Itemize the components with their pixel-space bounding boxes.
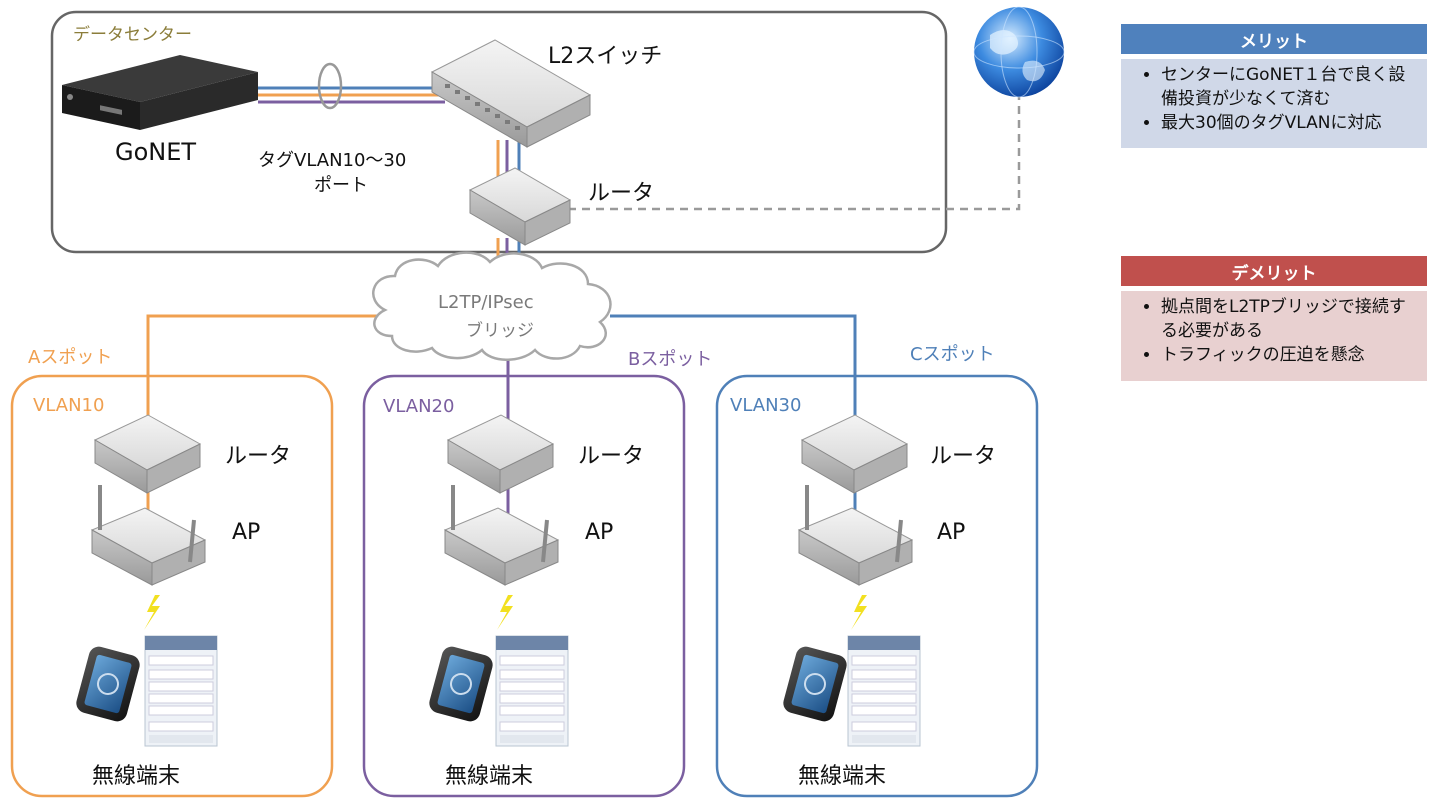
spot-c-ap-label: AP <box>937 520 966 545</box>
merit-title: メリット <box>1240 31 1308 52</box>
cloud-label-line1: L2TP/IPsec <box>438 292 534 313</box>
tag-vlan-links <box>258 86 445 104</box>
spot-a-router-label: ルータ <box>225 444 292 469</box>
spot-b-frame <box>362 374 686 798</box>
port-label: ポート <box>314 175 368 196</box>
spot-b-ap-icon <box>443 485 560 586</box>
spot-a-frame <box>10 374 334 798</box>
demerit-item: トラフィックの圧迫を懸念 <box>1161 343 1417 367</box>
spot-a-terminal-label: 無線端末 <box>92 764 181 789</box>
merit-item: センターにGoNET１台で良く設備投資が少なくて済む <box>1161 63 1417 111</box>
internet-globe-icon <box>973 6 1065 98</box>
demerit-header: デメリット <box>1121 256 1427 286</box>
spot-c-router-label: ルータ <box>930 444 997 469</box>
spot-a-vlan: VLAN10 <box>33 395 105 416</box>
spot-b-router-icon <box>446 414 555 494</box>
spot-a-ap-icon <box>90 485 207 586</box>
link-spot-a <box>146 314 380 520</box>
spot-b-ap-label: AP <box>585 520 614 545</box>
spot-b-phone-icon <box>429 646 493 722</box>
spot-a-phone-icon <box>76 646 140 722</box>
spot-b-router-label: ルータ <box>578 444 645 469</box>
spot-c-vlan: VLAN30 <box>730 395 802 416</box>
spot-a-ap-label: AP <box>232 520 261 545</box>
l2tp-cloud-icon <box>372 251 612 361</box>
datacenter-router-icon <box>468 167 572 246</box>
spot-c-name: Cスポット <box>910 344 995 365</box>
spot-b-wifi-signal-icon <box>497 595 513 630</box>
spot-c-terminal-label: 無線端末 <box>798 764 887 789</box>
demerit-item: 拠点間をL2TPブリッジで接続する必要がある <box>1161 295 1417 343</box>
merit-item: 最大30個のタグVLANに対応 <box>1161 111 1417 135</box>
gonet-server-icon <box>62 55 258 130</box>
l2-switch-label: L2スイッチ <box>548 44 663 69</box>
spot-b-wifi-settings-screenshot <box>495 635 569 747</box>
spot-c-wifi-settings-screenshot <box>847 635 921 747</box>
spot-a-wifi-signal-icon <box>144 595 160 630</box>
merit-header: メリット <box>1121 24 1427 54</box>
spot-b-name: Bスポット <box>628 349 713 370</box>
spot-c-router-icon <box>800 414 909 494</box>
spot-c-phone-icon <box>783 646 847 722</box>
spot-b-vlan: VLAN20 <box>383 396 455 417</box>
spot-b-terminal-label: 無線端末 <box>445 764 534 789</box>
spot-c-frame <box>715 374 1039 798</box>
spot-a-router-icon <box>93 414 202 494</box>
cloud-label-line2: ブリッジ <box>466 321 534 341</box>
spot-a-name: Aスポット <box>28 347 113 368</box>
tag-vlan-label: タグVLAN10～30 <box>258 150 407 171</box>
l2-switch-icon <box>430 39 592 148</box>
port-bundle-ring <box>317 62 343 110</box>
spot-c-wifi-signal-icon <box>851 595 867 630</box>
datacenter-router-label: ルータ <box>588 181 655 206</box>
internet-link <box>568 90 1021 211</box>
gonet-label: GoNET <box>115 138 197 166</box>
spot-c-ap-icon <box>797 485 914 586</box>
demerit-body: 拠点間をL2TPブリッジで接続する必要がある トラフィックの圧迫を懸念 <box>1121 291 1427 381</box>
merit-body: センターにGoNET１台で良く設備投資が少なくて済む 最大30個のタグVLANに… <box>1121 59 1427 148</box>
datacenter-label: データセンター <box>73 25 192 45</box>
demerit-title: デメリット <box>1231 263 1317 284</box>
spot-a-wifi-settings-screenshot <box>144 635 218 747</box>
